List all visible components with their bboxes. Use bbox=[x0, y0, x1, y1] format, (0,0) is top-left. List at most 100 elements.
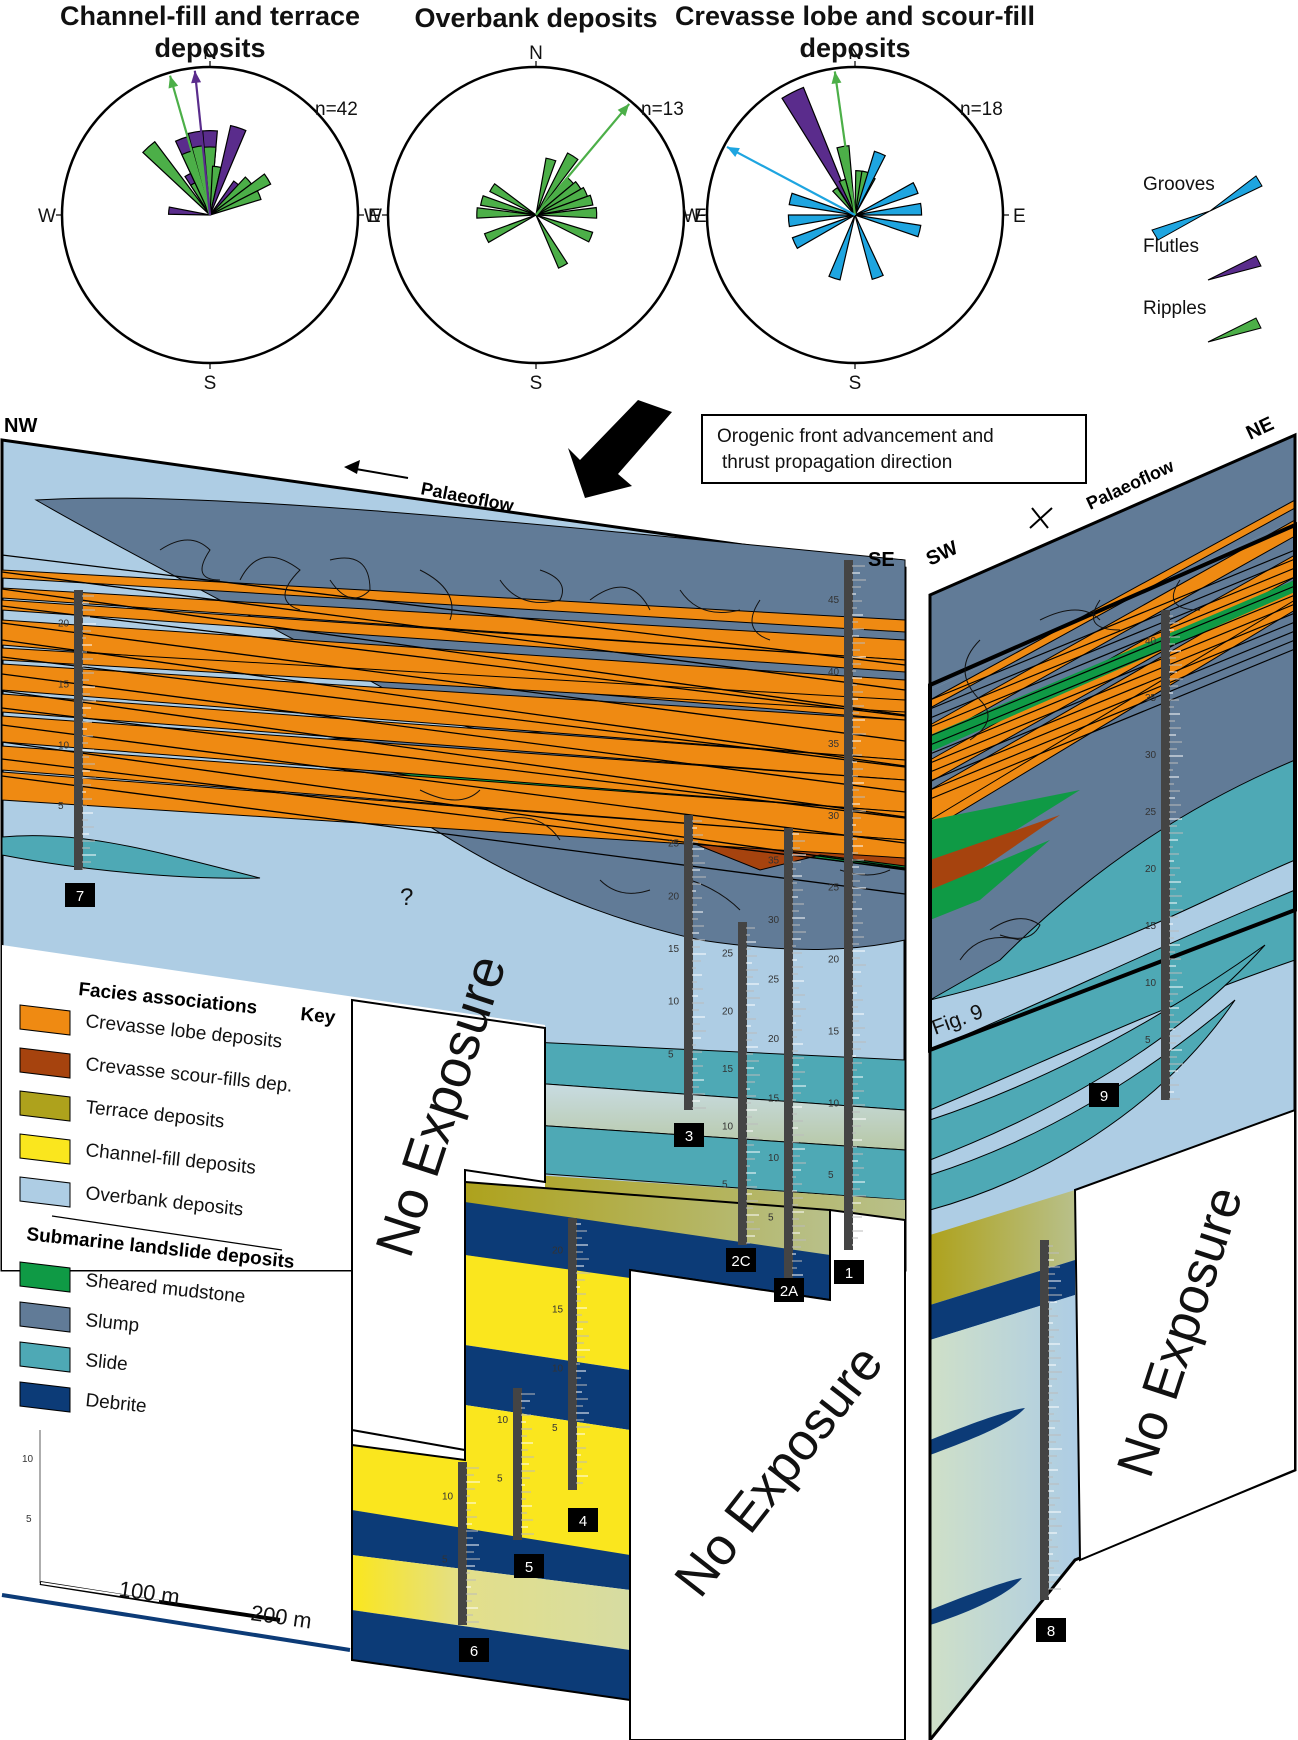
log-tick-label: 20 bbox=[552, 1245, 564, 1256]
log-tick-label: 5 bbox=[552, 1423, 558, 1434]
rose-petal-ripples bbox=[831, 186, 856, 216]
log-tick-label: 20 bbox=[668, 891, 680, 902]
orogenic-front-box: Orogenic front advancement and thrust pr… bbox=[701, 414, 1087, 484]
compass-e: E bbox=[694, 206, 707, 227]
log-tick-label: 15 bbox=[722, 1064, 734, 1075]
log-tick-label: 20 bbox=[722, 1006, 734, 1017]
rose-petal-ripples bbox=[535, 152, 579, 216]
bed-boundary bbox=[1, 673, 906, 793]
bed-boundary bbox=[929, 549, 1296, 701]
log-tick-label: 10 bbox=[442, 1492, 454, 1503]
scale-label-200m: 200 m bbox=[249, 1600, 313, 1633]
log-column bbox=[568, 1218, 577, 1490]
log-id-badge bbox=[834, 1260, 864, 1284]
log-tick-label: 30 bbox=[768, 915, 780, 926]
grooves-symbol-icon bbox=[1151, 175, 1263, 241]
log-tick-label: 10 bbox=[768, 1153, 780, 1164]
crevasse-lobe-bands bbox=[1, 554, 906, 895]
rose-diagrams: Channel-fill and terracedepositsNESWn=42… bbox=[38, 1, 1035, 394]
log-tick-label: 45 bbox=[828, 595, 840, 606]
log-tick-label: 5 bbox=[722, 1179, 728, 1190]
sample-count: n=13 bbox=[641, 99, 684, 120]
log-id-badge bbox=[726, 1248, 756, 1272]
bed-boundary bbox=[1, 724, 906, 844]
arrow-left-icon bbox=[344, 460, 360, 474]
se-label: SE bbox=[868, 549, 895, 571]
log-tick-label: 25 bbox=[828, 883, 840, 894]
flutes-symbol-icon bbox=[1207, 255, 1262, 281]
log-tick-label: 5 bbox=[828, 1170, 834, 1181]
log-tick-label: 10 bbox=[1145, 978, 1157, 989]
sample-count: n=42 bbox=[315, 99, 358, 120]
log-id-label: 2C bbox=[731, 1253, 750, 1270]
key-label: Slump bbox=[84, 1310, 140, 1337]
rose-petal-flutes bbox=[209, 124, 247, 216]
scale-bar: 10 5 100 m 200 m bbox=[1, 1430, 351, 1652]
bed-boundary bbox=[1, 775, 906, 895]
log-column bbox=[1040, 1240, 1049, 1600]
log-tick-label: 10 bbox=[828, 1098, 840, 1109]
mean-vector-grooves bbox=[726, 145, 856, 216]
log-tick-label: 35 bbox=[828, 739, 840, 750]
bed-boundary bbox=[929, 630, 1296, 782]
log-column bbox=[844, 560, 853, 1250]
bed-boundary bbox=[1, 741, 906, 869]
rose-legend-label: Ripples bbox=[1143, 298, 1206, 319]
rose-title: Overbank deposits bbox=[414, 3, 657, 33]
log-tick-label: 15 bbox=[828, 1026, 840, 1037]
log-id-badge bbox=[459, 1638, 489, 1662]
compass-e: E bbox=[1013, 206, 1026, 227]
rose-petal-ripples bbox=[535, 194, 594, 216]
arrowhead-icon bbox=[191, 70, 202, 84]
rose-petal-flutes bbox=[167, 206, 211, 216]
log-tick-label: 5 bbox=[668, 1049, 674, 1060]
bed-boundary bbox=[1, 758, 906, 870]
key-swatch-channel_fill bbox=[19, 1133, 71, 1165]
key-swatch-debrite bbox=[19, 1381, 71, 1413]
rose-legend-label: Flutles bbox=[1143, 236, 1199, 257]
rose-petal-ripples bbox=[535, 214, 594, 243]
rose-petal-grooves bbox=[854, 181, 919, 216]
scale-tick-10: 10 bbox=[22, 1454, 34, 1465]
bed-boundary bbox=[929, 621, 1296, 773]
compass-s: S bbox=[849, 373, 862, 394]
key-label: Slide bbox=[84, 1350, 128, 1375]
bed-boundary bbox=[929, 648, 1296, 800]
bed-boundary bbox=[1, 605, 906, 717]
log-tick-label: 30 bbox=[1145, 750, 1157, 761]
log-tick-label: 30 bbox=[828, 811, 840, 822]
log-tick-label: 10 bbox=[497, 1415, 509, 1426]
compass-n: N bbox=[848, 43, 862, 64]
compass-n: N bbox=[203, 43, 217, 64]
rose-petal-ripples bbox=[142, 140, 211, 216]
log-tick-label: 10 bbox=[668, 997, 680, 1008]
arrowhead-icon bbox=[831, 71, 842, 84]
log-id-label: 8 bbox=[1047, 1623, 1055, 1640]
compass-s: S bbox=[204, 373, 217, 394]
rose-title-line2: deposits bbox=[799, 33, 910, 63]
log-id-badge bbox=[65, 883, 95, 907]
cross-icon bbox=[1029, 507, 1053, 529]
log-id-badge bbox=[674, 1123, 704, 1147]
key-label: Debrite bbox=[84, 1390, 147, 1417]
key-swatch-terrace bbox=[19, 1090, 71, 1122]
log-tick-label: 10 bbox=[58, 740, 70, 751]
rose-petal-grooves bbox=[854, 202, 923, 216]
bed-boundary bbox=[1, 639, 906, 767]
log-tick-label: 10 bbox=[722, 1122, 734, 1133]
log-id-label: 5 bbox=[525, 1559, 533, 1576]
rose-title: Channel-fill and terrace bbox=[60, 1, 360, 31]
log-id-badge bbox=[774, 1278, 804, 1302]
crevasse-lobe-bed bbox=[1, 599, 906, 673]
bed-boundary bbox=[1, 690, 906, 818]
bed-boundary bbox=[1, 588, 906, 716]
log-column bbox=[458, 1462, 467, 1625]
key-swatch-crevasse_lobe bbox=[19, 1004, 71, 1036]
